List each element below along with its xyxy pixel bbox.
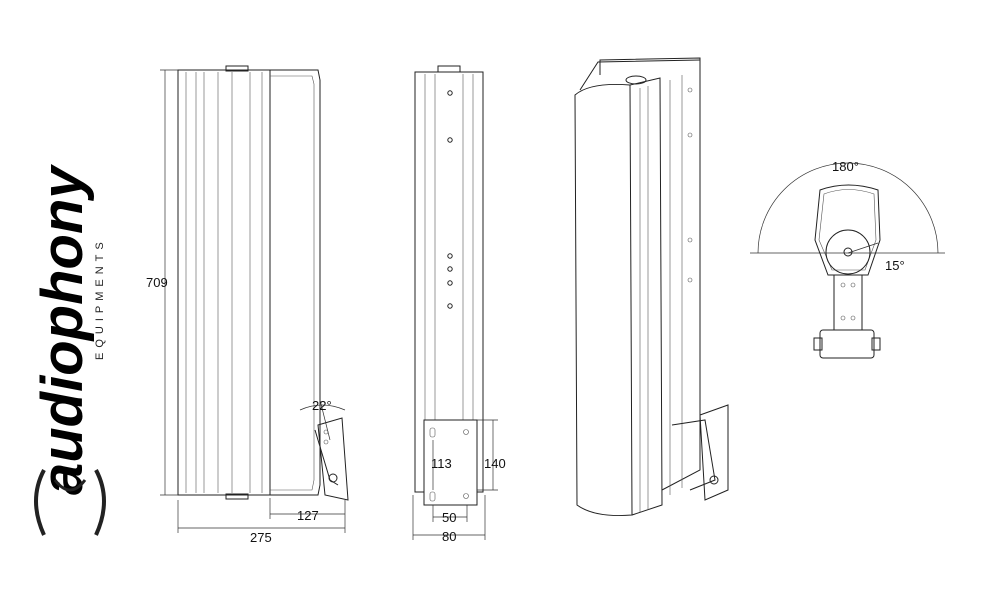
tilt-angle-dimension: 22° <box>312 398 332 413</box>
logo-wave-icon <box>94 469 106 536</box>
bracket-depth-dimension: 127 <box>297 508 319 523</box>
logo-wave-icon <box>34 469 46 536</box>
plate-inner-dimension: 113 <box>431 456 452 471</box>
plate-width-dimension: 80 <box>442 529 456 544</box>
perspective-view <box>574 57 729 516</box>
hole-spacing-dimension: 50 <box>442 510 456 525</box>
side-view: 709 275 127 22° <box>146 65 349 545</box>
logo-tagline: EQUIPMENTS <box>94 237 106 360</box>
pan-step-dimension: 15° <box>885 258 905 273</box>
pan-angle-dimension: 180° <box>832 159 859 174</box>
depth-dimension: 275 <box>250 530 272 545</box>
height-dimension: 709 <box>146 275 168 290</box>
top-view: 180° 15° <box>750 159 945 359</box>
logo-text: audiophony <box>30 164 95 495</box>
front-view: 113 140 50 80 <box>412 65 506 544</box>
brand-logo: audiophony EQUIPMENTS <box>30 164 106 536</box>
plate-height-dimension: 140 <box>484 456 506 471</box>
logo-wave-icon <box>53 479 87 492</box>
